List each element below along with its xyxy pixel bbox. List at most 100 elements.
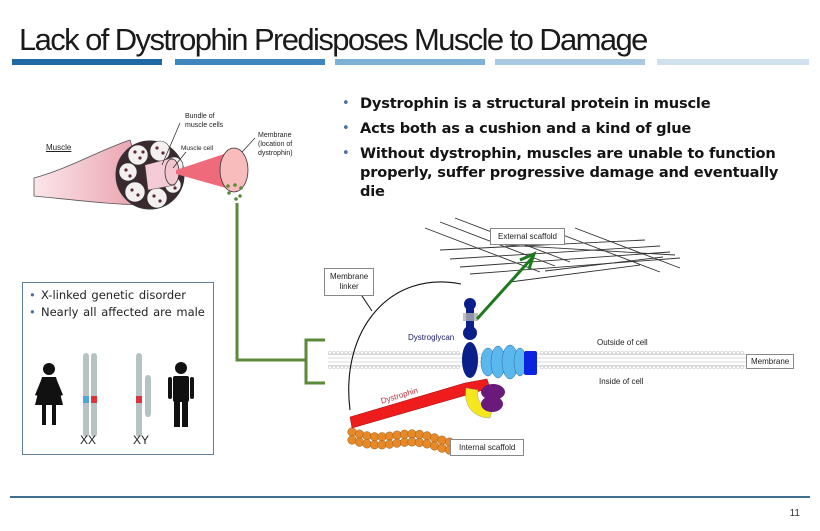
lipid-head [735, 350, 741, 356]
outside-cell-label: Outside of cell [597, 338, 648, 347]
lipid-head [371, 364, 377, 370]
lipid-head [363, 350, 369, 356]
lipid-head [679, 350, 685, 356]
lipid-head [395, 350, 401, 356]
lipid-head [435, 350, 441, 356]
male-karyotype-label: XY [133, 433, 150, 447]
genetics-item: X-linked genetic disorder [29, 287, 205, 304]
lipid-head [423, 350, 429, 356]
lipid-head [351, 364, 357, 370]
lipid-head [599, 364, 605, 370]
lipid-head [367, 364, 373, 370]
lipid-head [675, 350, 681, 356]
lipid-head [695, 364, 701, 370]
lipid-head [715, 350, 721, 356]
lipid-head [371, 350, 377, 356]
lipid-head [723, 350, 729, 356]
lipid-head [379, 350, 385, 356]
membrane-linker-label: Membrane linker [324, 268, 375, 296]
membrane-bracket [304, 338, 325, 385]
actin-bead [384, 431, 395, 441]
lipid-head [627, 364, 633, 370]
title-bar-segment-1 [12, 59, 162, 65]
lipid-head [615, 364, 621, 370]
lipid-head [383, 350, 389, 356]
title-bar-segment-4 [495, 59, 645, 65]
lipid-head [407, 364, 413, 370]
internal-scaffold-label: Internal scaffold [450, 439, 525, 456]
slide-title: Lack of Dystrophin Predisposes Muscle to… [19, 22, 648, 57]
lipid-head [347, 364, 353, 370]
lipid-head [419, 364, 425, 370]
lipid-head [619, 364, 625, 370]
lipid-head [631, 364, 637, 370]
lipid-head [391, 364, 397, 370]
lipid-head [427, 364, 433, 370]
membrane-linker-label-line2: linker [339, 282, 359, 291]
lipid-head [679, 364, 685, 370]
lipid-head [711, 364, 717, 370]
actin-bead [429, 433, 440, 443]
lipid-head [355, 364, 361, 370]
lipid-head [407, 350, 413, 356]
lipid-head [667, 364, 673, 370]
lipid-head [343, 364, 349, 370]
lipid-head [443, 350, 449, 356]
title-bar-segment-5 [657, 59, 809, 65]
lipid-head [575, 364, 581, 370]
lipid-head [699, 364, 705, 370]
xx-chromosomes [83, 353, 97, 437]
lipid-head [691, 364, 697, 370]
actin-bead [362, 439, 372, 449]
lipid-head [655, 364, 661, 370]
lipid-head [431, 350, 437, 356]
genetics-item: Nearly all affected are male [29, 304, 205, 321]
lipid-head [539, 364, 545, 370]
actin-bead [422, 431, 432, 441]
membrane-detail [219, 147, 249, 193]
lipid-head [683, 350, 689, 356]
actin-bead [347, 427, 357, 437]
actin-bead [414, 429, 425, 440]
lipid-head [731, 364, 737, 370]
muscle-bundle [115, 140, 185, 210]
lipid-head [703, 364, 709, 370]
lipid-head [627, 350, 633, 356]
footer-divider [10, 496, 810, 498]
lipid-head [591, 364, 597, 370]
lipid-head [735, 364, 741, 370]
bundle-label-line1: Bundle of [185, 113, 215, 120]
lipid-head [555, 350, 561, 356]
lipid-head [671, 350, 677, 356]
actin-bead [354, 437, 365, 447]
lipid-head [715, 364, 721, 370]
lipid-head [387, 350, 393, 356]
lipid-head [739, 364, 745, 370]
membrane-bilayer [328, 353, 746, 367]
lipid-head [703, 350, 709, 356]
lipid-head [695, 350, 701, 356]
lipid-head [719, 364, 725, 370]
lipid-head [615, 350, 621, 356]
lipid-head [683, 364, 689, 370]
lipid-head [559, 364, 565, 370]
lipid-head [579, 350, 585, 356]
lipid-head [707, 364, 713, 370]
zoom-connector [235, 203, 305, 362]
female-icon [35, 363, 63, 425]
external-scaffold-label: External scaffold [490, 228, 565, 245]
lipid-head [591, 350, 597, 356]
lipid-head [583, 350, 589, 356]
lipid-head [587, 350, 593, 356]
lipid-head [611, 364, 617, 370]
lipid-head [427, 350, 433, 356]
lipid-head [359, 350, 365, 356]
muscle-label: Muscle [46, 143, 72, 152]
lipid-head [327, 350, 333, 356]
lipid-head [739, 350, 745, 356]
lipid-head [335, 364, 341, 370]
lipid-head [635, 350, 641, 356]
lipid-head [555, 364, 561, 370]
lipid-head [403, 350, 409, 356]
lipid-head [623, 364, 629, 370]
